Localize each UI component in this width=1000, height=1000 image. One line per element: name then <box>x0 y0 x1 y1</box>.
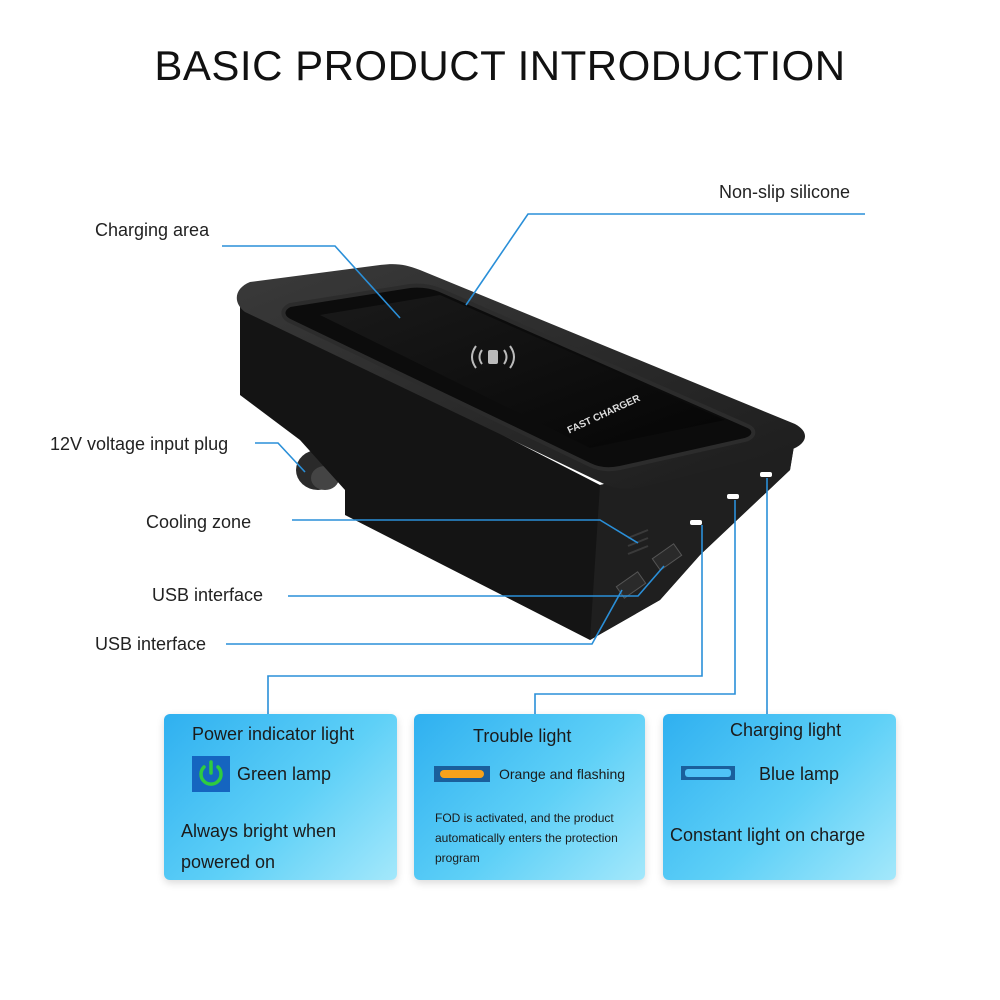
wireless-charging-icon <box>471 345 515 369</box>
trouble-card-lamp: Orange and flashing <box>499 766 626 782</box>
power-card-lamp: Green lamp <box>237 764 332 784</box>
callout-usb-interface-1: USB interface <box>152 585 264 605</box>
trouble-card-line2: automatically enters the protection <box>435 831 618 845</box>
callout-non-slip-silicone: Non-slip silicone <box>719 182 851 202</box>
callout-cooling-zone: Cooling zone <box>146 512 252 532</box>
leader-cooling-zone <box>292 519 639 544</box>
callout-input-plug: 12V voltage input plug <box>50 434 229 454</box>
blue-lamp-indicator <box>681 766 735 780</box>
charging-led <box>760 472 772 477</box>
power-card-title: Power indicator light <box>192 724 355 744</box>
charging-card-title: Charging light <box>730 720 842 740</box>
leader-power-light <box>267 525 703 714</box>
power-icon <box>192 756 230 792</box>
callout-charging-area: Charging area <box>95 220 210 240</box>
power-led <box>690 520 702 525</box>
orange-lamp-indicator <box>434 766 490 782</box>
leader-input-plug <box>255 442 306 473</box>
power-card-line2: powered on <box>181 852 276 872</box>
leader-charging-area <box>222 245 401 319</box>
leader-usb-1 <box>288 565 665 597</box>
trouble-card-line1: FOD is activated, and the product <box>435 811 614 825</box>
leader-non-slip <box>465 213 865 306</box>
leader-usb-2 <box>226 589 623 645</box>
trouble-led <box>727 494 739 499</box>
charging-card-desc: Constant light on charge <box>670 825 866 845</box>
power-indicator-card: Power indicator light Green lamp Always … <box>164 714 397 880</box>
leader-trouble-light <box>534 500 736 714</box>
page-title: BASIC PRODUCT INTRODUCTION <box>154 42 846 89</box>
cooling-grille <box>627 529 649 555</box>
trouble-card-title: Trouble light <box>473 726 572 746</box>
trouble-light-card: Trouble light Orange and flashing FOD is… <box>414 714 645 880</box>
power-card-line1: Always bright when <box>181 821 337 841</box>
charging-light-card: Charging light Blue lamp Constant light … <box>663 714 896 880</box>
callout-usb-interface-2: USB interface <box>95 634 207 654</box>
trouble-card-line3: program <box>435 851 480 865</box>
charging-card-lamp: Blue lamp <box>759 764 840 784</box>
usb-port-1 <box>651 543 683 571</box>
